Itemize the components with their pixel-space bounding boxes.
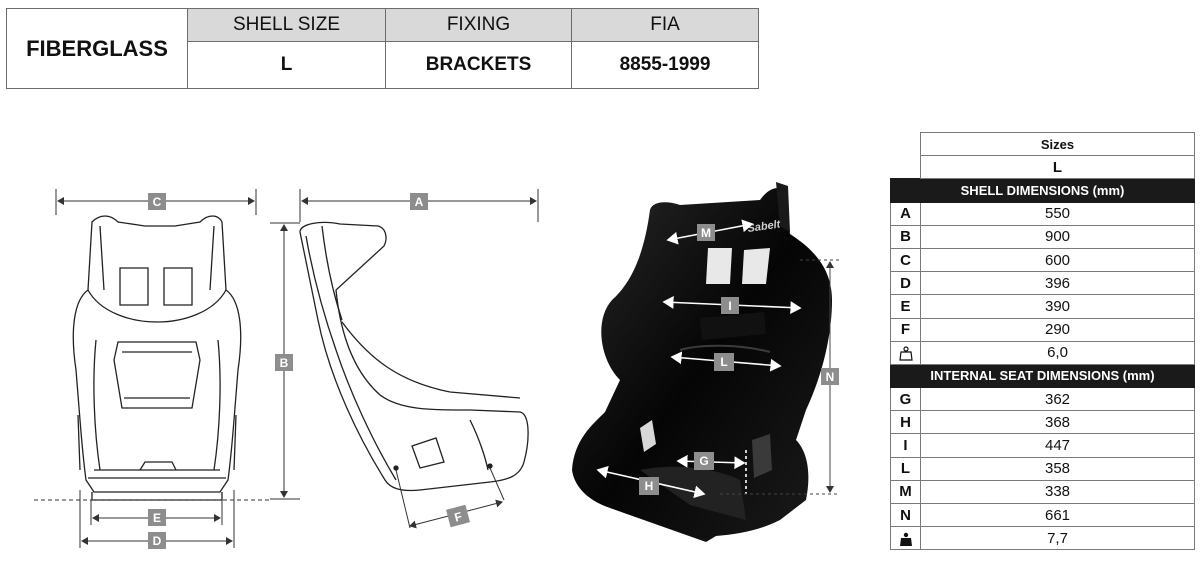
- svg-text:G: G: [699, 454, 708, 468]
- svg-text:B: B: [280, 356, 289, 370]
- dim-label-d: D: [148, 532, 166, 549]
- dim-label-c: C: [148, 193, 166, 210]
- svg-text:D: D: [153, 534, 162, 548]
- weight-filled-icon: [899, 532, 912, 546]
- fixing-value: BRACKETS: [385, 41, 572, 89]
- dim-label-h: H: [639, 477, 659, 495]
- size-value: L: [920, 155, 1195, 180]
- front-view: [72, 215, 242, 501]
- shell-size-header: SHELL SIZE: [187, 8, 386, 42]
- svg-text:H: H: [645, 479, 654, 493]
- internal-dimensions-title: INTERNAL SEAT DIMENSIONS (mm): [890, 363, 1195, 389]
- svg-text:A: A: [415, 195, 424, 209]
- svg-text:I: I: [728, 299, 731, 313]
- spec-table: FIBERGLASS SHELL SIZE FIXING FIA L BRACK…: [6, 8, 759, 89]
- material-label: FIBERGLASS: [6, 8, 188, 89]
- dim-label-i: I: [721, 297, 739, 314]
- svg-text:M: M: [701, 226, 711, 240]
- side-view: [299, 221, 529, 492]
- brand-logo: Sabelt: [747, 218, 783, 235]
- dim-label-m: M: [697, 224, 715, 241]
- dim-label-a: A: [410, 193, 428, 210]
- dim-label-n: N: [821, 368, 839, 385]
- weight-full-row: 7,7: [890, 526, 1195, 551]
- fia-value: 8855-1999: [571, 41, 759, 89]
- dim-label-b: B: [275, 354, 293, 371]
- side-dimensions: [270, 189, 539, 529]
- svg-text:L: L: [720, 355, 727, 369]
- svg-text:E: E: [153, 511, 161, 525]
- dim-label-l: L: [714, 353, 734, 371]
- svg-text:N: N: [826, 370, 835, 384]
- dim-label-g: G: [694, 452, 714, 470]
- dim-label-f: F: [446, 504, 470, 528]
- svg-text:F: F: [453, 509, 464, 524]
- weight-empty-row: 6,0: [890, 340, 1195, 365]
- weight-outline-icon: [898, 346, 913, 361]
- sizes-header: Sizes: [920, 131, 1195, 157]
- svg-text:C: C: [153, 195, 162, 209]
- shell-dimensions-title: SHELL DIMENSIONS (mm): [890, 178, 1195, 203]
- dim-label-e: E: [148, 509, 166, 526]
- front-dimensions: [34, 189, 270, 548]
- seat-drawings: C E D A B F: [34, 182, 840, 549]
- fia-header: FIA: [571, 8, 759, 42]
